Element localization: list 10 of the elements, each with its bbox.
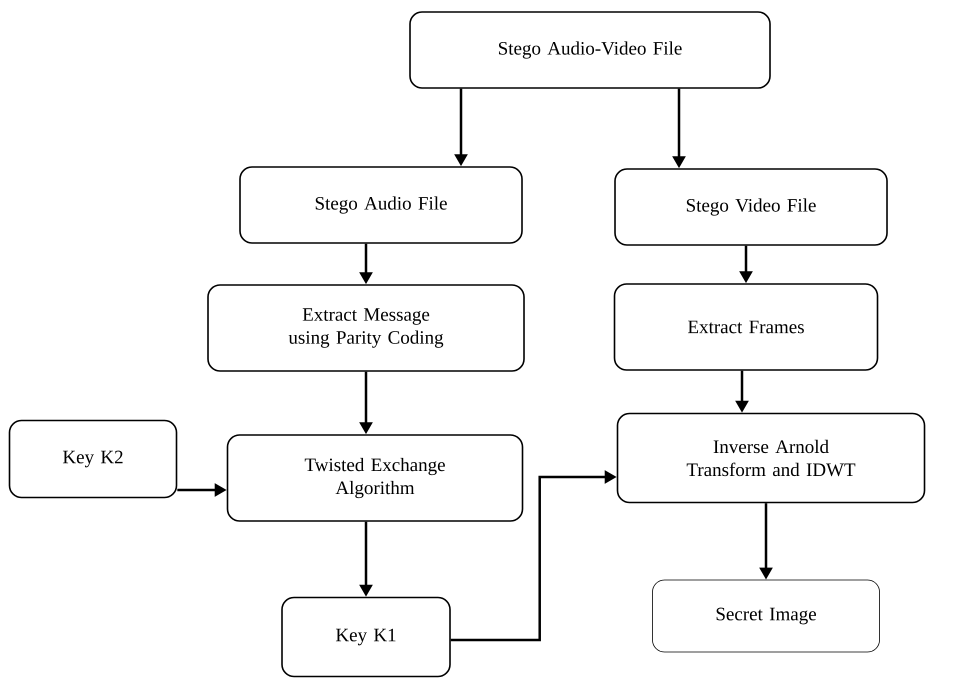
process-box: Secret Image <box>652 580 880 652</box>
process-box: Stego Audio-Video File <box>409 11 771 89</box>
process-box: Stego Video File <box>614 168 888 246</box>
process-box: Extract Frames <box>614 283 878 371</box>
process-box: Extract Message using Parity Coding <box>207 284 525 372</box>
process-box: Twisted Exchange Algorithm <box>226 434 524 522</box>
process-box: Inverse Arnold Transform and IDWT <box>616 412 926 504</box>
process-box: Key K1 <box>281 596 451 678</box>
process-box: Key K2 <box>8 420 178 498</box>
process-box: Stego Audio File <box>239 166 523 244</box>
